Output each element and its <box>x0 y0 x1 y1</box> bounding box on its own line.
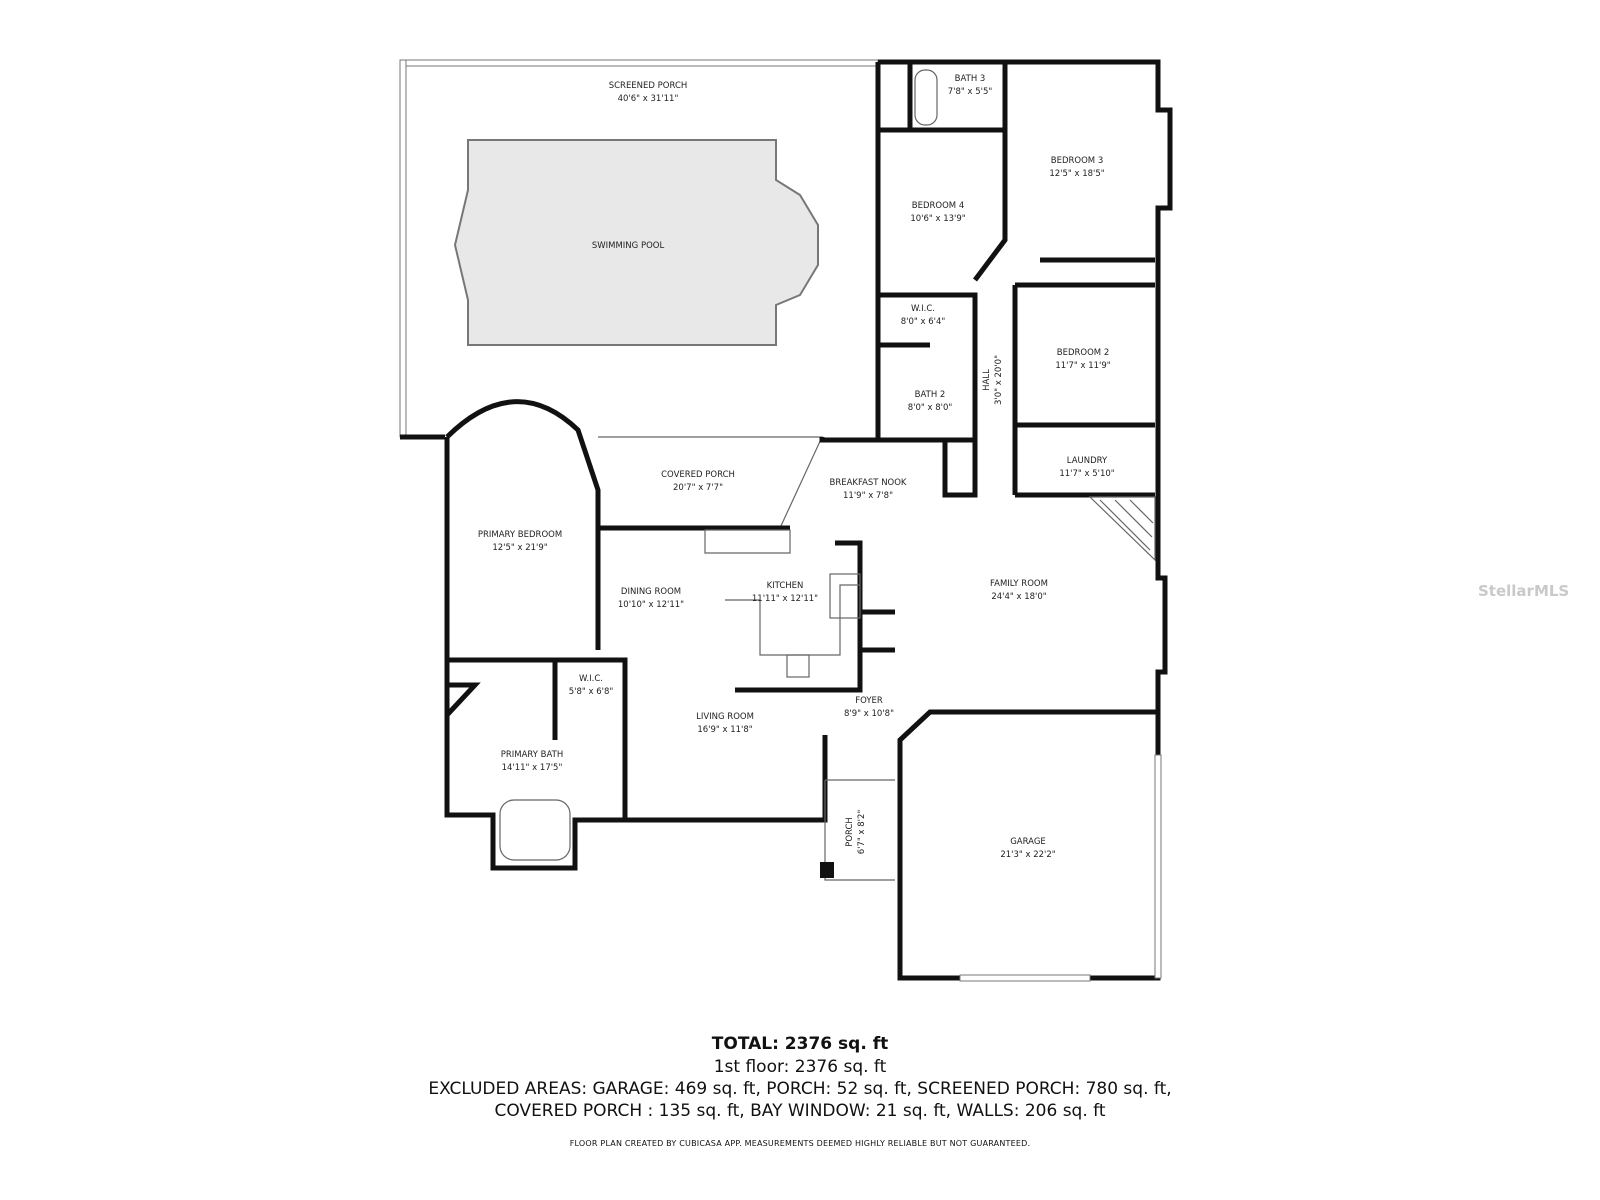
primary-bath-dims: 14'11" x 17'5" <box>502 763 563 773</box>
bedroom4-dims: 10'6" x 13'9" <box>910 214 965 224</box>
garage-name: GARAGE <box>1010 837 1046 847</box>
room-labels: SCREENED PORCH 40'6" x 31'11" SWIMMING P… <box>478 74 1115 860</box>
floor1-area: 1st floor: 2376 sq. ft <box>713 1057 887 1077</box>
bath3-dims: 7'8" x 5'5" <box>948 87 993 97</box>
bath2-name: BATH 2 <box>915 390 946 400</box>
screened-porch-dims: 40'6" x 31'11" <box>618 94 679 104</box>
bedroom3-name: BEDROOM 3 <box>1051 156 1103 166</box>
bathtub-bath3 <box>914 69 938 126</box>
covered-porch-name: COVERED PORCH <box>661 470 735 480</box>
total-area: TOTAL: 2376 sq. ft <box>711 1034 889 1054</box>
exterior-walls <box>444 59 1173 981</box>
bedroom2-name: BEDROOM 2 <box>1057 348 1109 358</box>
stairs <box>1088 496 1156 562</box>
bathtub <box>499 799 571 861</box>
primary-bath-name: PRIMARY BATH <box>501 750 564 760</box>
family-room-dims: 24'4" x 18'0" <box>991 592 1046 602</box>
primary-bedroom-dims: 12'5" x 21'9" <box>492 543 547 553</box>
porch-dims: 6'7" x 8'2" <box>857 810 867 855</box>
bath3-name: BATH 3 <box>955 74 986 84</box>
wic-primary-name: W.I.C. <box>579 674 603 684</box>
bath2-dims: 8'0" x 8'0" <box>908 403 953 413</box>
wic-primary-dims: 5'8" x 6'8" <box>569 687 614 697</box>
swimming-pool <box>453 139 819 346</box>
living-room-name: LIVING ROOM <box>696 712 754 722</box>
garage-door <box>959 974 1091 982</box>
kitchen-dims: 11'11" x 12'11" <box>752 594 818 604</box>
excluded-areas-1: EXCLUDED AREAS: GARAGE: 469 sq. ft, PORC… <box>428 1079 1172 1099</box>
watermark: StellarMLS <box>1478 582 1570 600</box>
laundry-name: LAUNDRY <box>1067 456 1108 466</box>
excluded-areas-2: COVERED PORCH : 135 sq. ft, BAY WINDOW: … <box>494 1101 1106 1121</box>
disclaimer: FLOOR PLAN CREATED BY CUBICASA APP. MEAS… <box>569 1139 1031 1148</box>
porch-column <box>820 862 834 878</box>
porch-outline <box>824 779 895 881</box>
garage-dims: 21'3" x 22'2" <box>1000 850 1055 860</box>
primary-bedroom-bay <box>445 399 601 650</box>
hall-name: HALL <box>982 369 992 391</box>
breakfast-nook-dims: 11'9" x 7'8" <box>843 491 893 501</box>
hall-dims: 3'0" x 20'0" <box>994 355 1004 405</box>
porch-name: PORCH <box>845 817 855 847</box>
dining-room-dims: 10'10" x 12'11" <box>618 600 684 610</box>
breakfast-nook-name: BREAKFAST NOOK <box>829 478 906 488</box>
bedroom4-name: BEDROOM 4 <box>912 201 964 211</box>
kitchen-name: KITCHEN <box>767 581 804 591</box>
swimming-pool-name: SWIMMING POOL <box>592 241 665 251</box>
bedroom3-dims: 12'5" x 18'5" <box>1049 169 1104 179</box>
garage-side-window <box>1154 754 1162 979</box>
wic-upper-dims: 8'0" x 6'4" <box>901 317 946 327</box>
foyer-dims: 8'9" x 10'8" <box>844 709 894 719</box>
primary-bedroom-name: PRIMARY BEDROOM <box>478 530 562 540</box>
laundry-dims: 11'7" x 5'10" <box>1059 469 1114 479</box>
kitchen-counters <box>704 529 861 678</box>
wic-upper-name: W.I.C. <box>911 304 935 314</box>
bedroom2-dims: 11'7" x 11'9" <box>1055 361 1110 371</box>
living-room-dims: 16'9" x 11'8" <box>697 725 752 735</box>
foyer-name: FOYER <box>855 696 883 706</box>
dining-room-name: DINING ROOM <box>621 587 681 597</box>
screened-porch-name: SCREENED PORCH <box>609 81 688 91</box>
family-room-name: FAMILY ROOM <box>990 579 1048 589</box>
covered-porch-dims: 20'7" x 7'7" <box>673 483 723 493</box>
